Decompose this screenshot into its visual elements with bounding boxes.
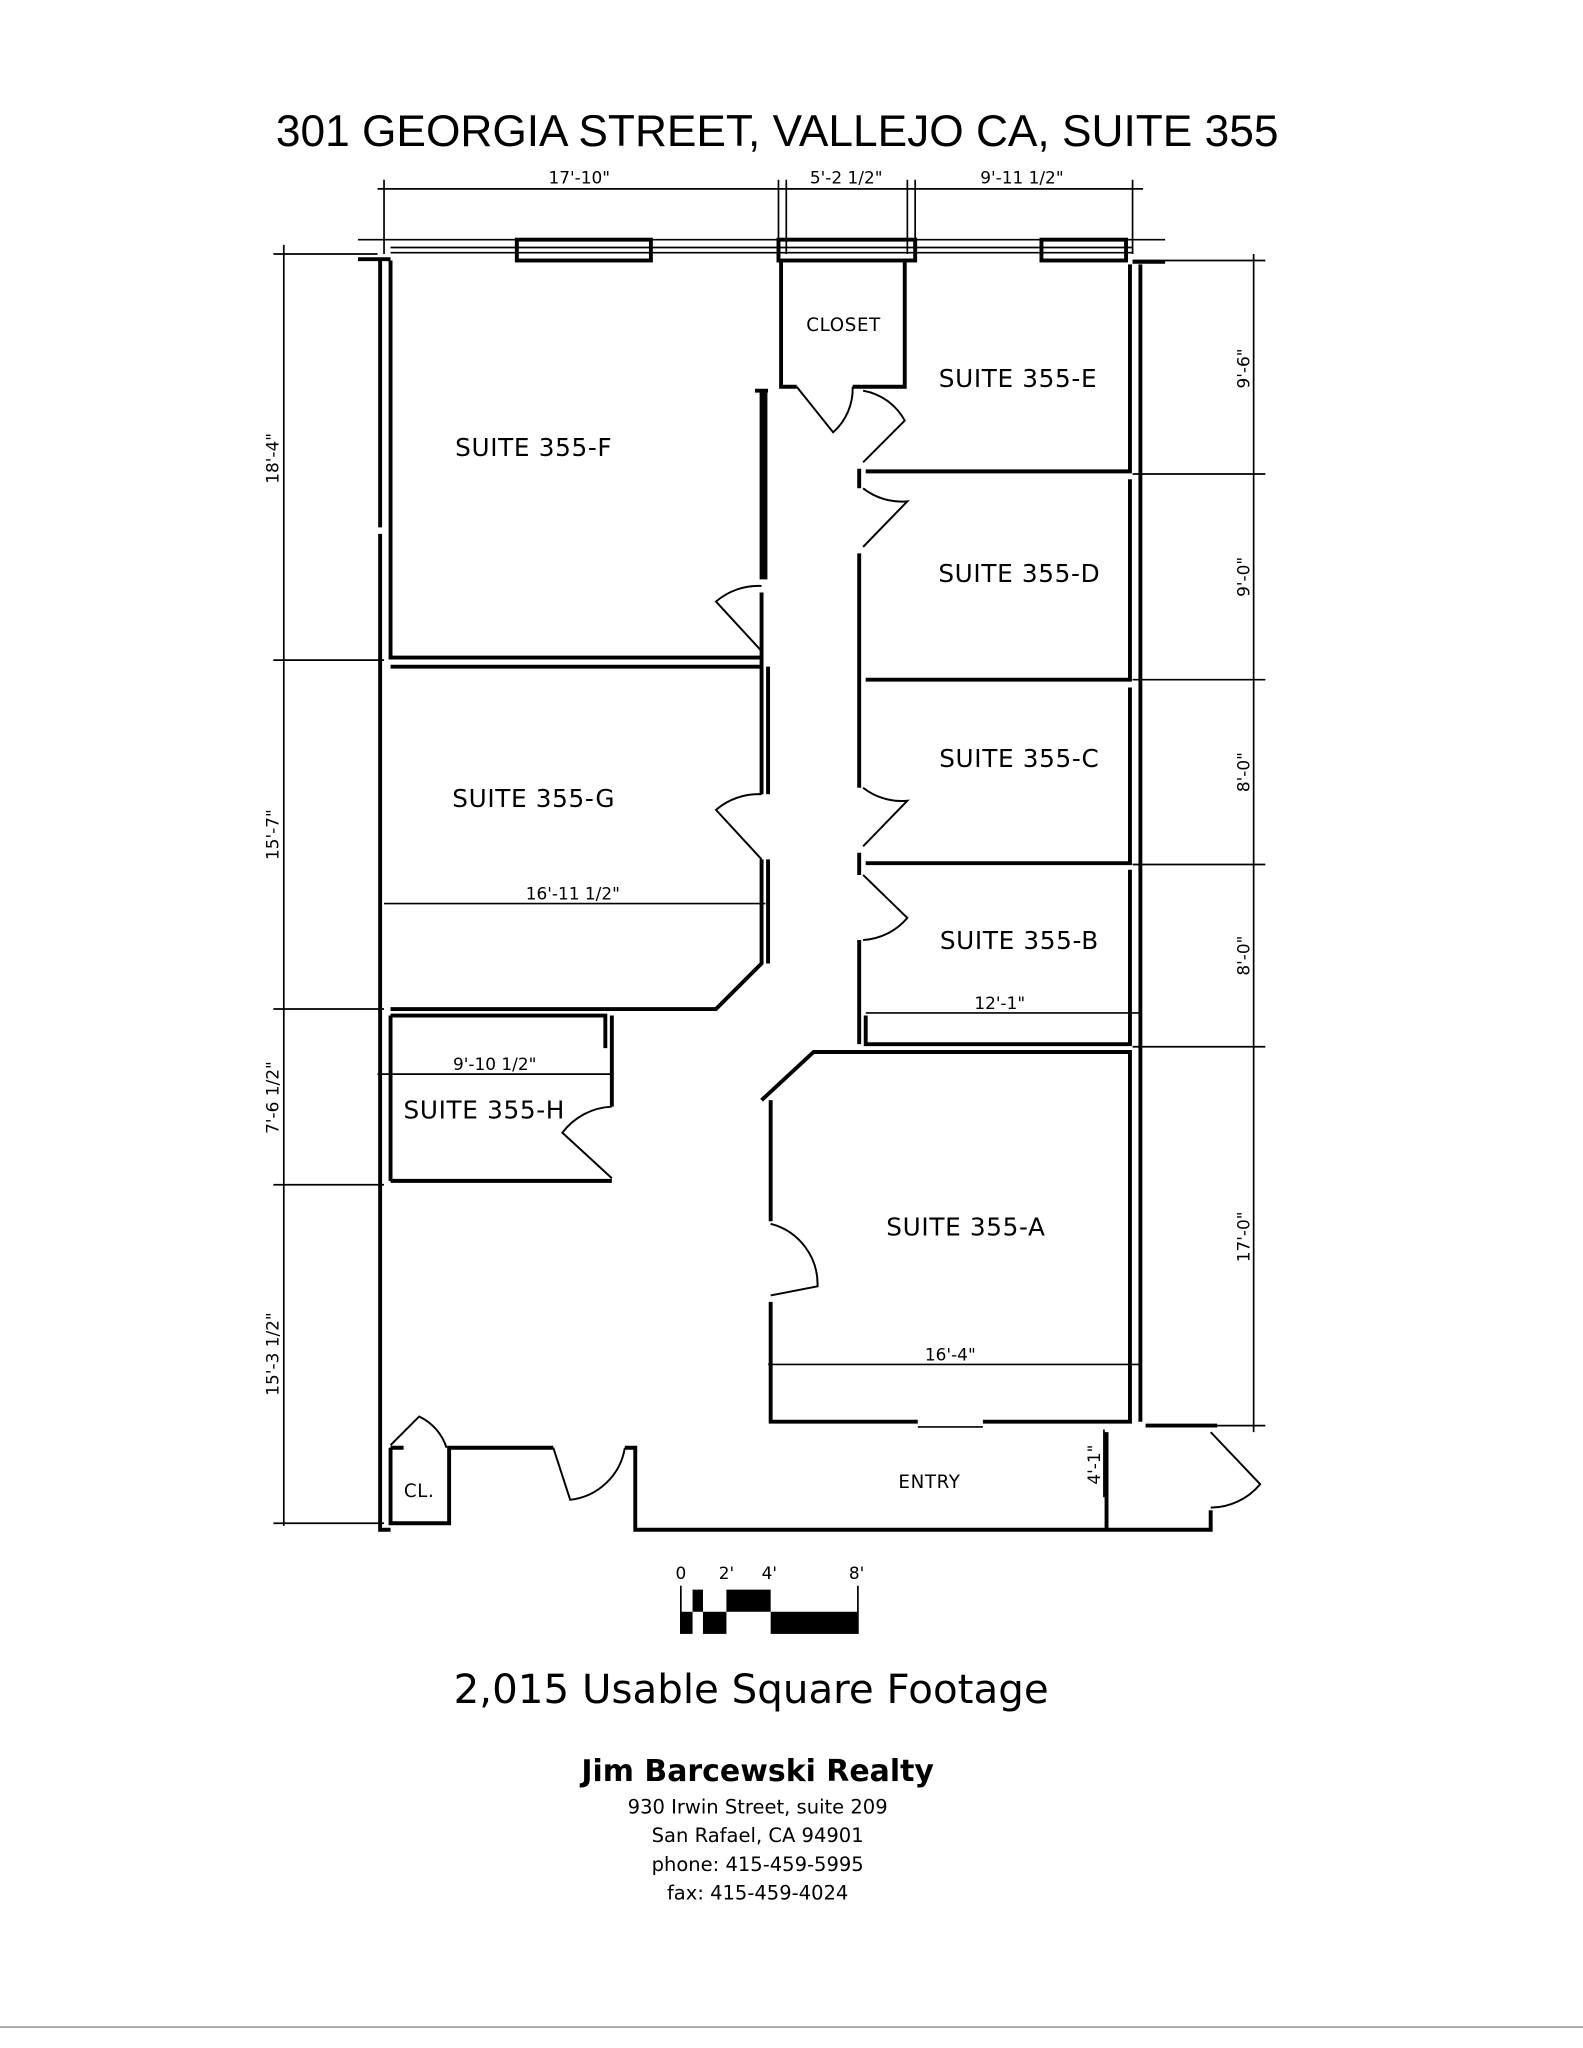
plan-title: 301 GEORGIA STREET, VALLEJO CA, SUITE 35…	[276, 107, 1279, 156]
dim-left-4: 15'-3 1/2"	[263, 1312, 283, 1395]
exterior-window-wall	[357, 237, 1166, 264]
dim-right-2: 9'-0"	[1234, 557, 1254, 597]
dim-top-2: 5'-2 1/2"	[810, 168, 883, 188]
dim-g-width: 16'-11 1/2"	[526, 884, 620, 904]
left-dimension-line: 18'-4" 15'-7" 7'-6 1/2" 15'-3 1/2"	[263, 244, 385, 1526]
dim-left-1: 18'-4"	[263, 433, 283, 484]
scale-label-4: 4'	[762, 1563, 777, 1583]
room-label-355-f: SUITE 355-F	[455, 433, 612, 462]
realty-name: Jim Barcewski Realty	[579, 1754, 934, 1789]
room-label-cl: CL.	[404, 1481, 435, 1502]
room-label-355-e: SUITE 355-E	[939, 364, 1098, 393]
realty-fax: fax: 415-459-4024	[667, 1881, 848, 1904]
room-label-355-d: SUITE 355-D	[938, 559, 1100, 588]
top-dimension-line: 17'-10" 5'-2 1/2" 9'-11 1/2"	[377, 168, 1143, 254]
room-label-355-c: SUITE 355-C	[939, 744, 1099, 773]
room-label-355-g: SUITE 355-G	[452, 784, 615, 813]
scale-bar: 0 2' 4' 8'	[675, 1563, 864, 1634]
dim-right-4: 8'-0"	[1234, 936, 1254, 976]
window	[1039, 237, 1129, 263]
room-label-entry: ENTRY	[898, 1472, 960, 1493]
window	[776, 237, 918, 263]
interior-dimensions: 16'-11 1/2" 12'-1" 9'-10 1/2" 16'-4" 4'-…	[377, 884, 1140, 1498]
realty-address-1: 930 Irwin Street, suite 209	[628, 1796, 888, 1819]
dim-right-3: 8'-0"	[1234, 752, 1254, 792]
scale-label-2: 2'	[719, 1563, 734, 1583]
right-dimension-line: 9'-6" 9'-0" 8'-0" 8'-0" 17'-0"	[1132, 253, 1266, 1433]
dim-left-3: 7'-6 1/2"	[263, 1061, 283, 1134]
room-label-355-h: SUITE 355-H	[404, 1095, 565, 1124]
scale-label-0: 0	[675, 1563, 686, 1583]
dim-top-1: 17'-10"	[549, 168, 611, 188]
room-label-closet: CLOSET	[806, 315, 881, 336]
realty-address-2: San Rafael, CA 94901	[652, 1824, 864, 1847]
room-label-355-a: SUITE 355-A	[886, 1213, 1045, 1242]
usable-square-footage: 2,015 Usable Square Footage	[454, 1666, 1049, 1713]
scale-label-8: 8'	[849, 1563, 864, 1583]
walls	[378, 260, 1218, 1532]
dim-left-2: 15'-7"	[263, 809, 283, 860]
dim-h-width: 9'-10 1/2"	[453, 1054, 536, 1074]
dim-right-5: 17'-0"	[1234, 1211, 1254, 1262]
realty-phone: phone: 415-459-5995	[652, 1853, 864, 1876]
window	[514, 237, 653, 263]
door-swings	[389, 386, 1262, 1509]
dim-b-width: 12'-1"	[974, 993, 1025, 1013]
dim-top-3: 9'-11 1/2"	[980, 168, 1063, 188]
dim-entry-depth: 4'-1"	[1084, 1445, 1104, 1485]
dim-a-width: 16'-4"	[925, 1345, 976, 1365]
dim-right-1: 9'-6"	[1234, 349, 1254, 389]
room-label-355-b: SUITE 355-B	[940, 926, 1099, 955]
